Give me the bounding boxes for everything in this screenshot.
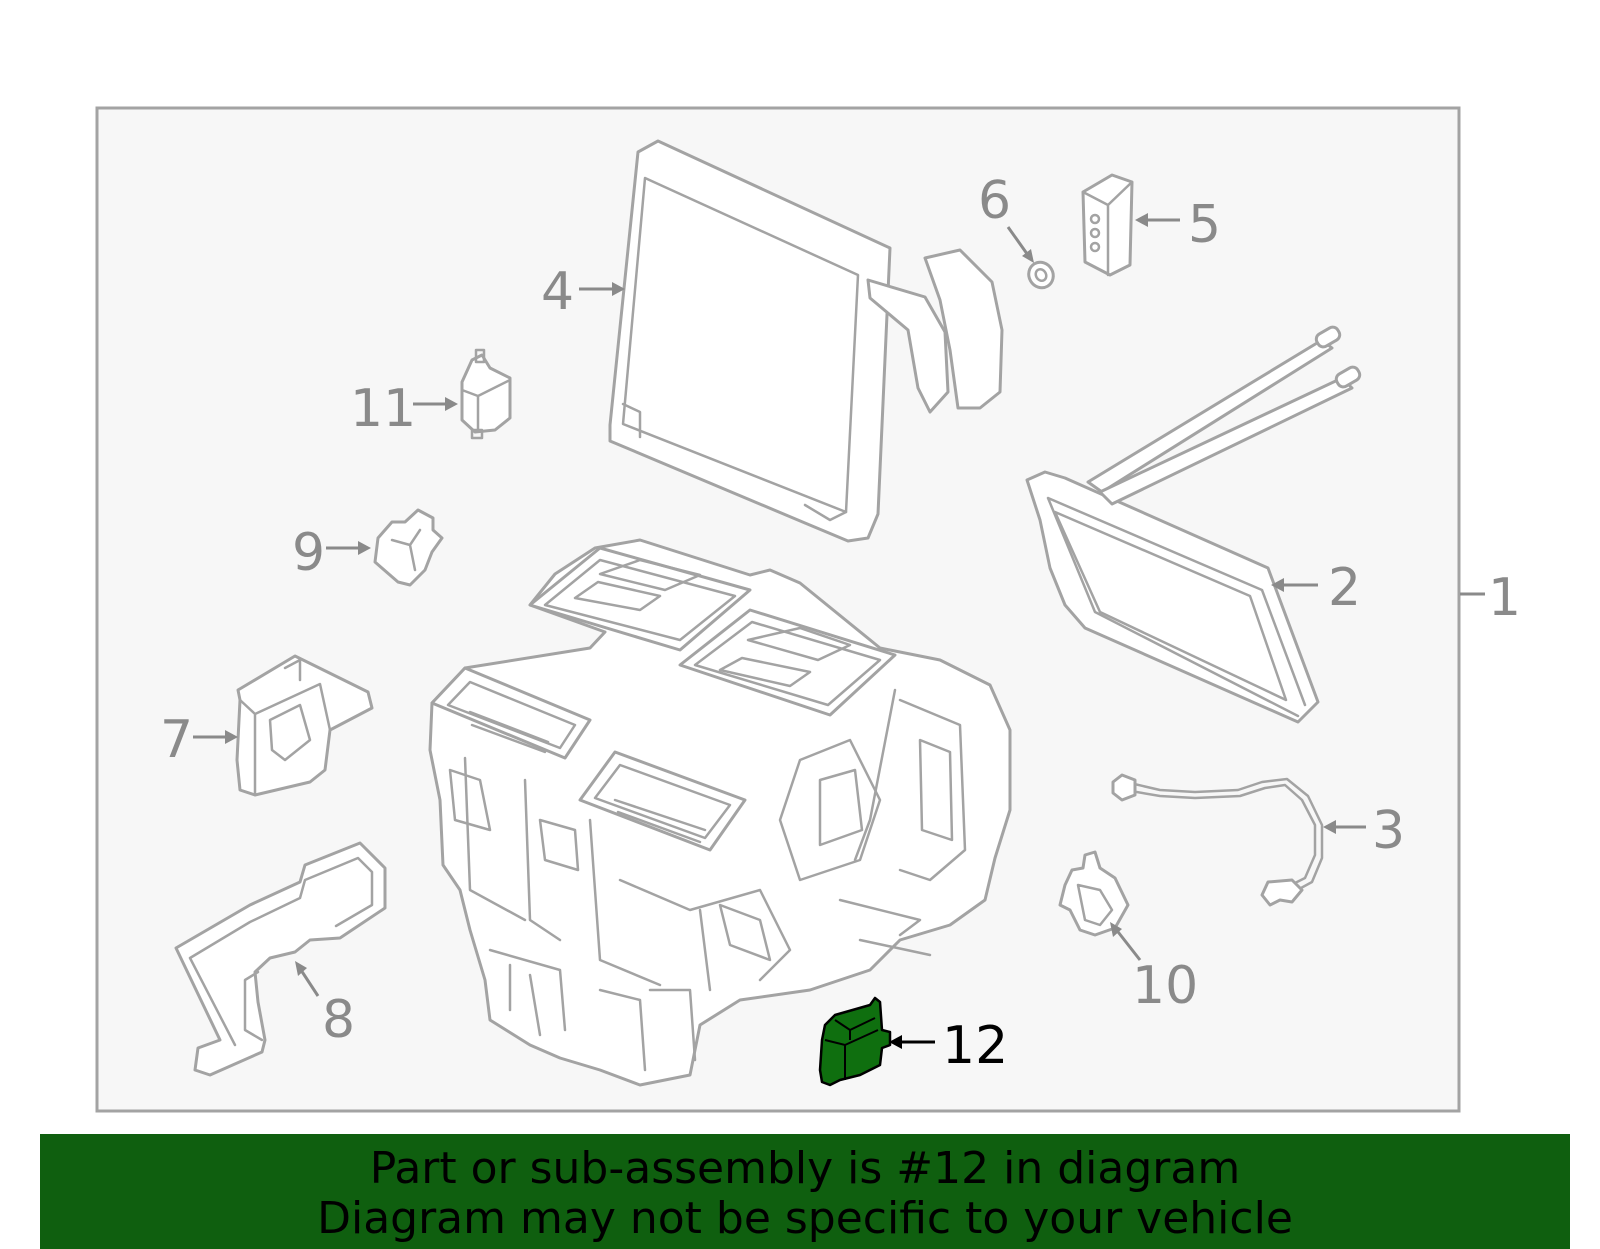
callout-12: 12 — [942, 1016, 1008, 1076]
part-4-evaporator[interactable] — [608, 139, 1004, 543]
leader-10 — [1113, 927, 1142, 961]
part-5-expansion-valve[interactable] — [1081, 173, 1134, 277]
hvac-case-assembly — [428, 538, 1012, 1087]
callout-6: 6 — [978, 171, 1011, 231]
callout-7: 7 — [160, 710, 193, 770]
part-2-heater-core[interactable] — [1025, 325, 1362, 724]
callout-1: 1 — [1488, 568, 1521, 628]
part-7-actuator[interactable] — [235, 654, 374, 797]
part-12-actuator-highlighted[interactable] — [818, 996, 892, 1087]
part-3-wire-harness[interactable] — [1111, 773, 1324, 907]
callout-3: 3 — [1372, 801, 1405, 861]
part-11-sensor[interactable] — [460, 348, 512, 440]
callout-10: 10 — [1132, 956, 1198, 1016]
callout-11: 11 — [350, 379, 416, 439]
callout-5: 5 — [1188, 195, 1221, 255]
callout-2: 2 — [1328, 558, 1361, 618]
callout-9: 9 — [292, 523, 325, 583]
part-9-actuator[interactable] — [373, 508, 444, 587]
callout-4: 4 — [541, 262, 574, 322]
footer-line-1: Part or sub-assembly is #12 in diagram — [369, 1143, 1241, 1194]
footer-banner: Part or sub-assembly is #12 in diagram D… — [40, 1134, 1570, 1249]
part-10-actuator-motor[interactable] — [1058, 850, 1130, 937]
part-6-o-ring[interactable] — [1024, 258, 1058, 293]
callout-8: 8 — [322, 990, 355, 1050]
part-8-duct[interactable] — [174, 841, 387, 1077]
footer-line-2: Diagram may not be specific to your vehi… — [317, 1193, 1293, 1244]
